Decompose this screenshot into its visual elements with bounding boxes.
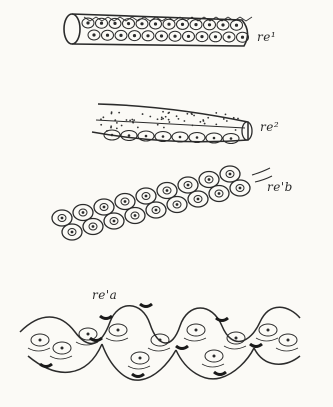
label-wavy-band: re'a <box>92 288 117 302</box>
tube-cylinder <box>64 14 252 46</box>
dark-crescent <box>100 316 112 319</box>
dark-crescent <box>216 318 228 321</box>
dark-crescent <box>214 372 226 375</box>
label-cell-chain: re'b <box>267 180 293 194</box>
dark-crescent <box>250 344 262 347</box>
cell-chain <box>52 166 272 240</box>
dark-crescent <box>140 304 152 307</box>
dark-crescent <box>176 346 188 349</box>
label-tube-flat: re² <box>260 120 279 134</box>
dark-crescent <box>40 364 52 367</box>
label-tube-cylinder: re¹ <box>257 30 276 44</box>
tube-cells <box>82 17 252 42</box>
dark-crescent <box>90 338 102 341</box>
wavy-band <box>20 304 300 380</box>
tube-flat <box>92 104 252 144</box>
dark-crescent <box>132 374 144 377</box>
